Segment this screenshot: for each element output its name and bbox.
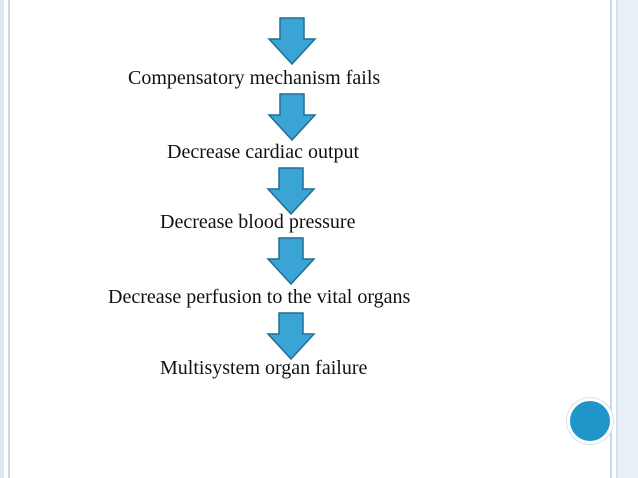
flow-step-blood-pressure: Decrease blood pressure [160,211,356,233]
down-arrow-icon [266,312,316,360]
flow-step-perfusion: Decrease perfusion to the vital organs [108,286,411,308]
down-arrow-icon [267,17,317,65]
right-frame-bar [616,0,638,478]
decorative-circle [567,398,613,444]
down-arrow-icon [266,167,316,215]
down-arrow-icon [267,93,317,141]
flow-step-organ-failure: Multisystem organ failure [160,357,368,379]
right-frame-line [610,0,612,478]
flow-step-compensatory: Compensatory mechanism fails [128,67,381,89]
flow-step-cardiac-output: Decrease cardiac output [167,141,360,163]
left-frame-bar [0,0,4,478]
left-frame-line [8,0,10,478]
down-arrow-icon [266,237,316,285]
